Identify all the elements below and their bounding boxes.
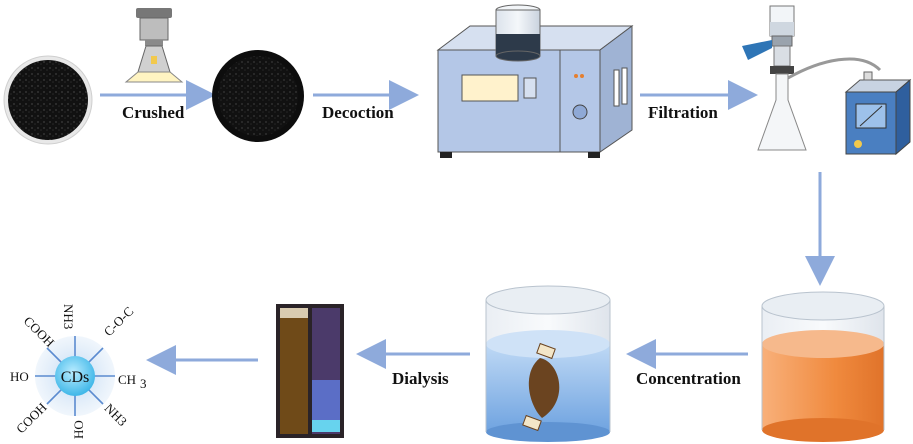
step-label-filtration: Filtration [648, 103, 718, 122]
vacuum-filtration-icon [742, 5, 882, 151]
vacuum-pump-icon [844, 71, 912, 156]
fluorescence-cuvettes-icon [276, 304, 344, 438]
group-bottom: HO [71, 420, 86, 439]
black-powder-disc-icon [212, 50, 304, 142]
heating-oven-icon [436, 4, 634, 158]
step-label-decoction: Decoction [322, 103, 394, 122]
dialysis-bag-beaker-icon [485, 285, 611, 442]
cd-core-label: CDs [61, 369, 89, 386]
step-label-crushed: Crushed [122, 103, 185, 122]
step-label-dialysis: Dialysis [392, 369, 449, 388]
group-bottom-left: COOH [13, 400, 50, 437]
group-top-right: C-O-C [101, 303, 137, 339]
grinder-icon [124, 8, 184, 83]
group-left: HO [10, 369, 29, 384]
step-label-concentration: Concentration [636, 369, 741, 388]
orange-liquid-beaker-icon [761, 291, 885, 442]
group-top: NH3 [61, 304, 76, 329]
charcoal-powder-icon [3, 55, 93, 145]
carbon-dot-icon: CDs COOH NH3 C-O-C HO CH 3 COOH HO NH3 [10, 303, 147, 439]
group-top-left: COOH [21, 313, 58, 350]
group-right-sub: 3 [140, 376, 147, 391]
group-right: CH [118, 372, 136, 387]
group-bottom-right: NH3 [102, 400, 130, 428]
